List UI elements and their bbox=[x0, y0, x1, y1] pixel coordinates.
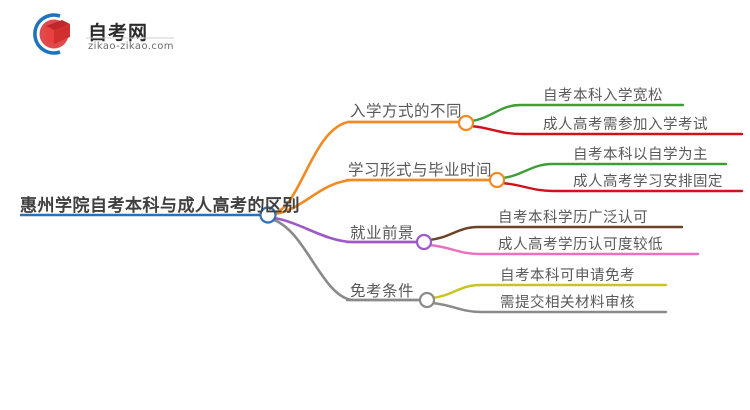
branch-label-study-format[interactable]: 学习形式与毕业时间 bbox=[348, 161, 493, 179]
leaf-label-1-2[interactable]: 成人高考需参加入学考试 bbox=[543, 117, 708, 133]
curve-branch-1-to-leaf-1 bbox=[469, 103, 685, 123]
leaf-label-2-1[interactable]: 自考本科以自学为主 bbox=[573, 147, 708, 163]
curve-root-to-branch-2 bbox=[272, 178, 495, 216]
leaf-label-4-1[interactable]: 自考本科可申请免考 bbox=[500, 268, 635, 284]
branch-4-node-circle[interactable] bbox=[418, 291, 436, 309]
branch-label-employment[interactable]: 就业前景 bbox=[350, 224, 415, 242]
curve-branch-1-to-leaf-2 bbox=[469, 124, 744, 136]
graduation-book-icon bbox=[33, 13, 70, 55]
curve-branch-2-to-leaf-2 bbox=[500, 181, 744, 193]
curve-branch-4-to-leaf-2 bbox=[430, 301, 668, 314]
logo-divider bbox=[86, 37, 174, 39]
branch-1-node-circle[interactable] bbox=[457, 114, 475, 132]
leaf-label-3-2[interactable]: 成人高考学历认可度较低 bbox=[498, 237, 663, 253]
curve-root-to-branch-1 bbox=[272, 120, 464, 215]
root-label[interactable]: 惠州学院自考本科与成人高考的区别 bbox=[20, 196, 300, 216]
site-logo: 自考网 zikao-zikao.com bbox=[24, 10, 174, 60]
branch-label-entry-method[interactable]: 入学方式的不同 bbox=[350, 102, 463, 120]
root-node-circle[interactable] bbox=[259, 206, 277, 224]
leaf-label-4-2[interactable]: 需提交相关材料审核 bbox=[500, 295, 635, 311]
logo-domain: zikao-zikao.com bbox=[88, 41, 174, 52]
leaf-label-3-1[interactable]: 自考本科学历广泛认可 bbox=[498, 210, 648, 226]
leaf-label-2-2[interactable]: 成人高考学习安排固定 bbox=[573, 174, 723, 190]
curve-branch-3-to-leaf-1 bbox=[427, 225, 684, 242]
leaf-label-1-1[interactable]: 自考本科入学宽松 bbox=[543, 88, 663, 104]
curve-branch-3-to-leaf-2 bbox=[427, 243, 700, 256]
curve-branch-4-to-leaf-1 bbox=[430, 283, 668, 300]
curve-branch-2-to-leaf-1 bbox=[500, 162, 728, 180]
branch-2-node-circle[interactable] bbox=[488, 171, 506, 189]
branch-3-node-circle[interactable] bbox=[415, 233, 433, 251]
branch-label-exemption[interactable]: 免考条件 bbox=[350, 282, 415, 300]
